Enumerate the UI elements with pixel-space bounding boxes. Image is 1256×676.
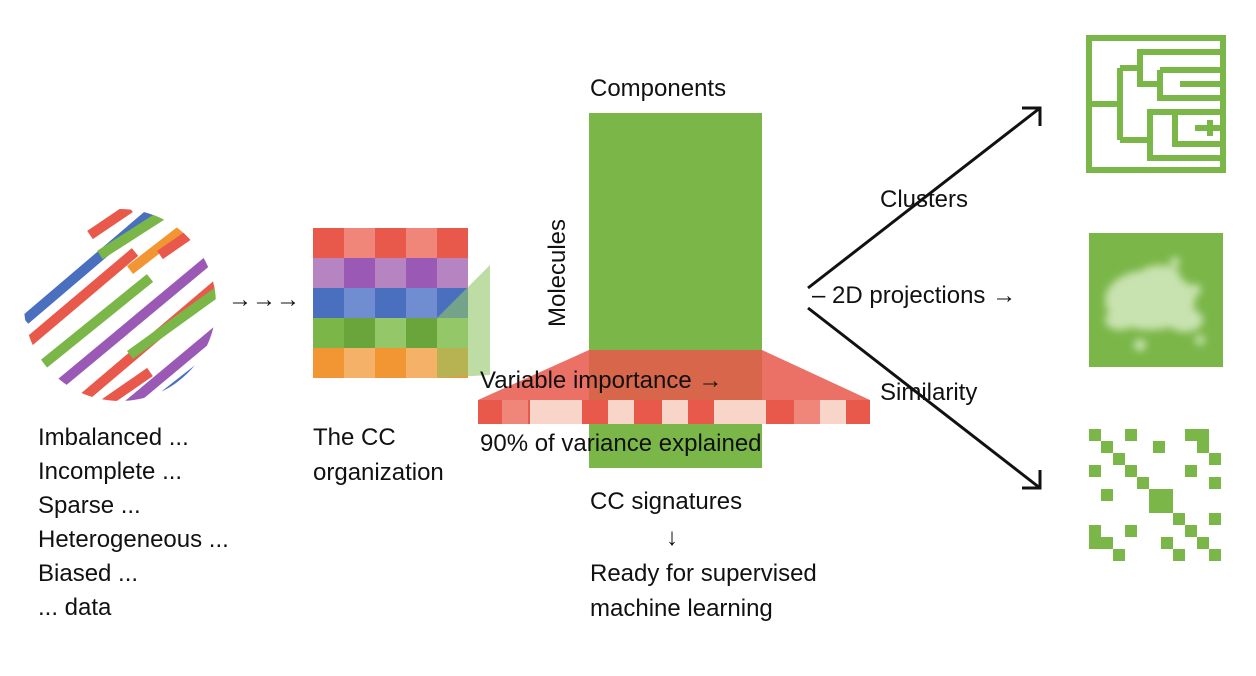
input-arrows: →→→ <box>228 286 300 313</box>
variable-importance-bar <box>478 400 870 424</box>
variable-importance-trapezoid <box>478 350 870 400</box>
input-line: Imbalanced ... <box>38 424 189 451</box>
organization-label-line2: organization <box>313 459 444 486</box>
input-line: Biased ... <box>38 560 139 587</box>
input-line: ... data <box>38 594 112 621</box>
organization-label-line1: The CC <box>313 424 396 451</box>
down-arrow: ↓ <box>666 524 678 551</box>
projection-2d-icon <box>1089 233 1223 367</box>
messy-data-circle <box>24 209 216 401</box>
input-data-list: Imbalanced ... Incomplete ... Sparse ...… <box>38 421 229 625</box>
dendrogram-icon <box>1086 35 1226 173</box>
cc-organization-grid <box>313 228 468 378</box>
input-line: Sparse ... <box>38 492 141 519</box>
variable-importance-label: Variable importance → <box>480 367 723 394</box>
similarity-label: Similarity <box>880 379 978 406</box>
variance-explained-label: 90% of variance explained <box>480 430 762 457</box>
components-label: Components <box>590 75 727 102</box>
projections-label: – 2D projections → <box>812 282 1017 309</box>
supervised-learning-line1: Ready for supervised <box>590 560 817 587</box>
input-line: Incomplete ... <box>38 458 183 485</box>
clusters-label: Clusters <box>880 186 969 213</box>
molecules-label: Molecules <box>544 218 572 328</box>
input-line: Heterogeneous ... <box>38 526 229 553</box>
cc-signatures-label: CC signatures <box>590 488 743 515</box>
output-arrows <box>807 106 1042 490</box>
projection-wedge <box>437 265 490 378</box>
similarity-matrix-icon <box>1089 429 1221 561</box>
supervised-learning-line2: machine learning <box>590 595 773 622</box>
